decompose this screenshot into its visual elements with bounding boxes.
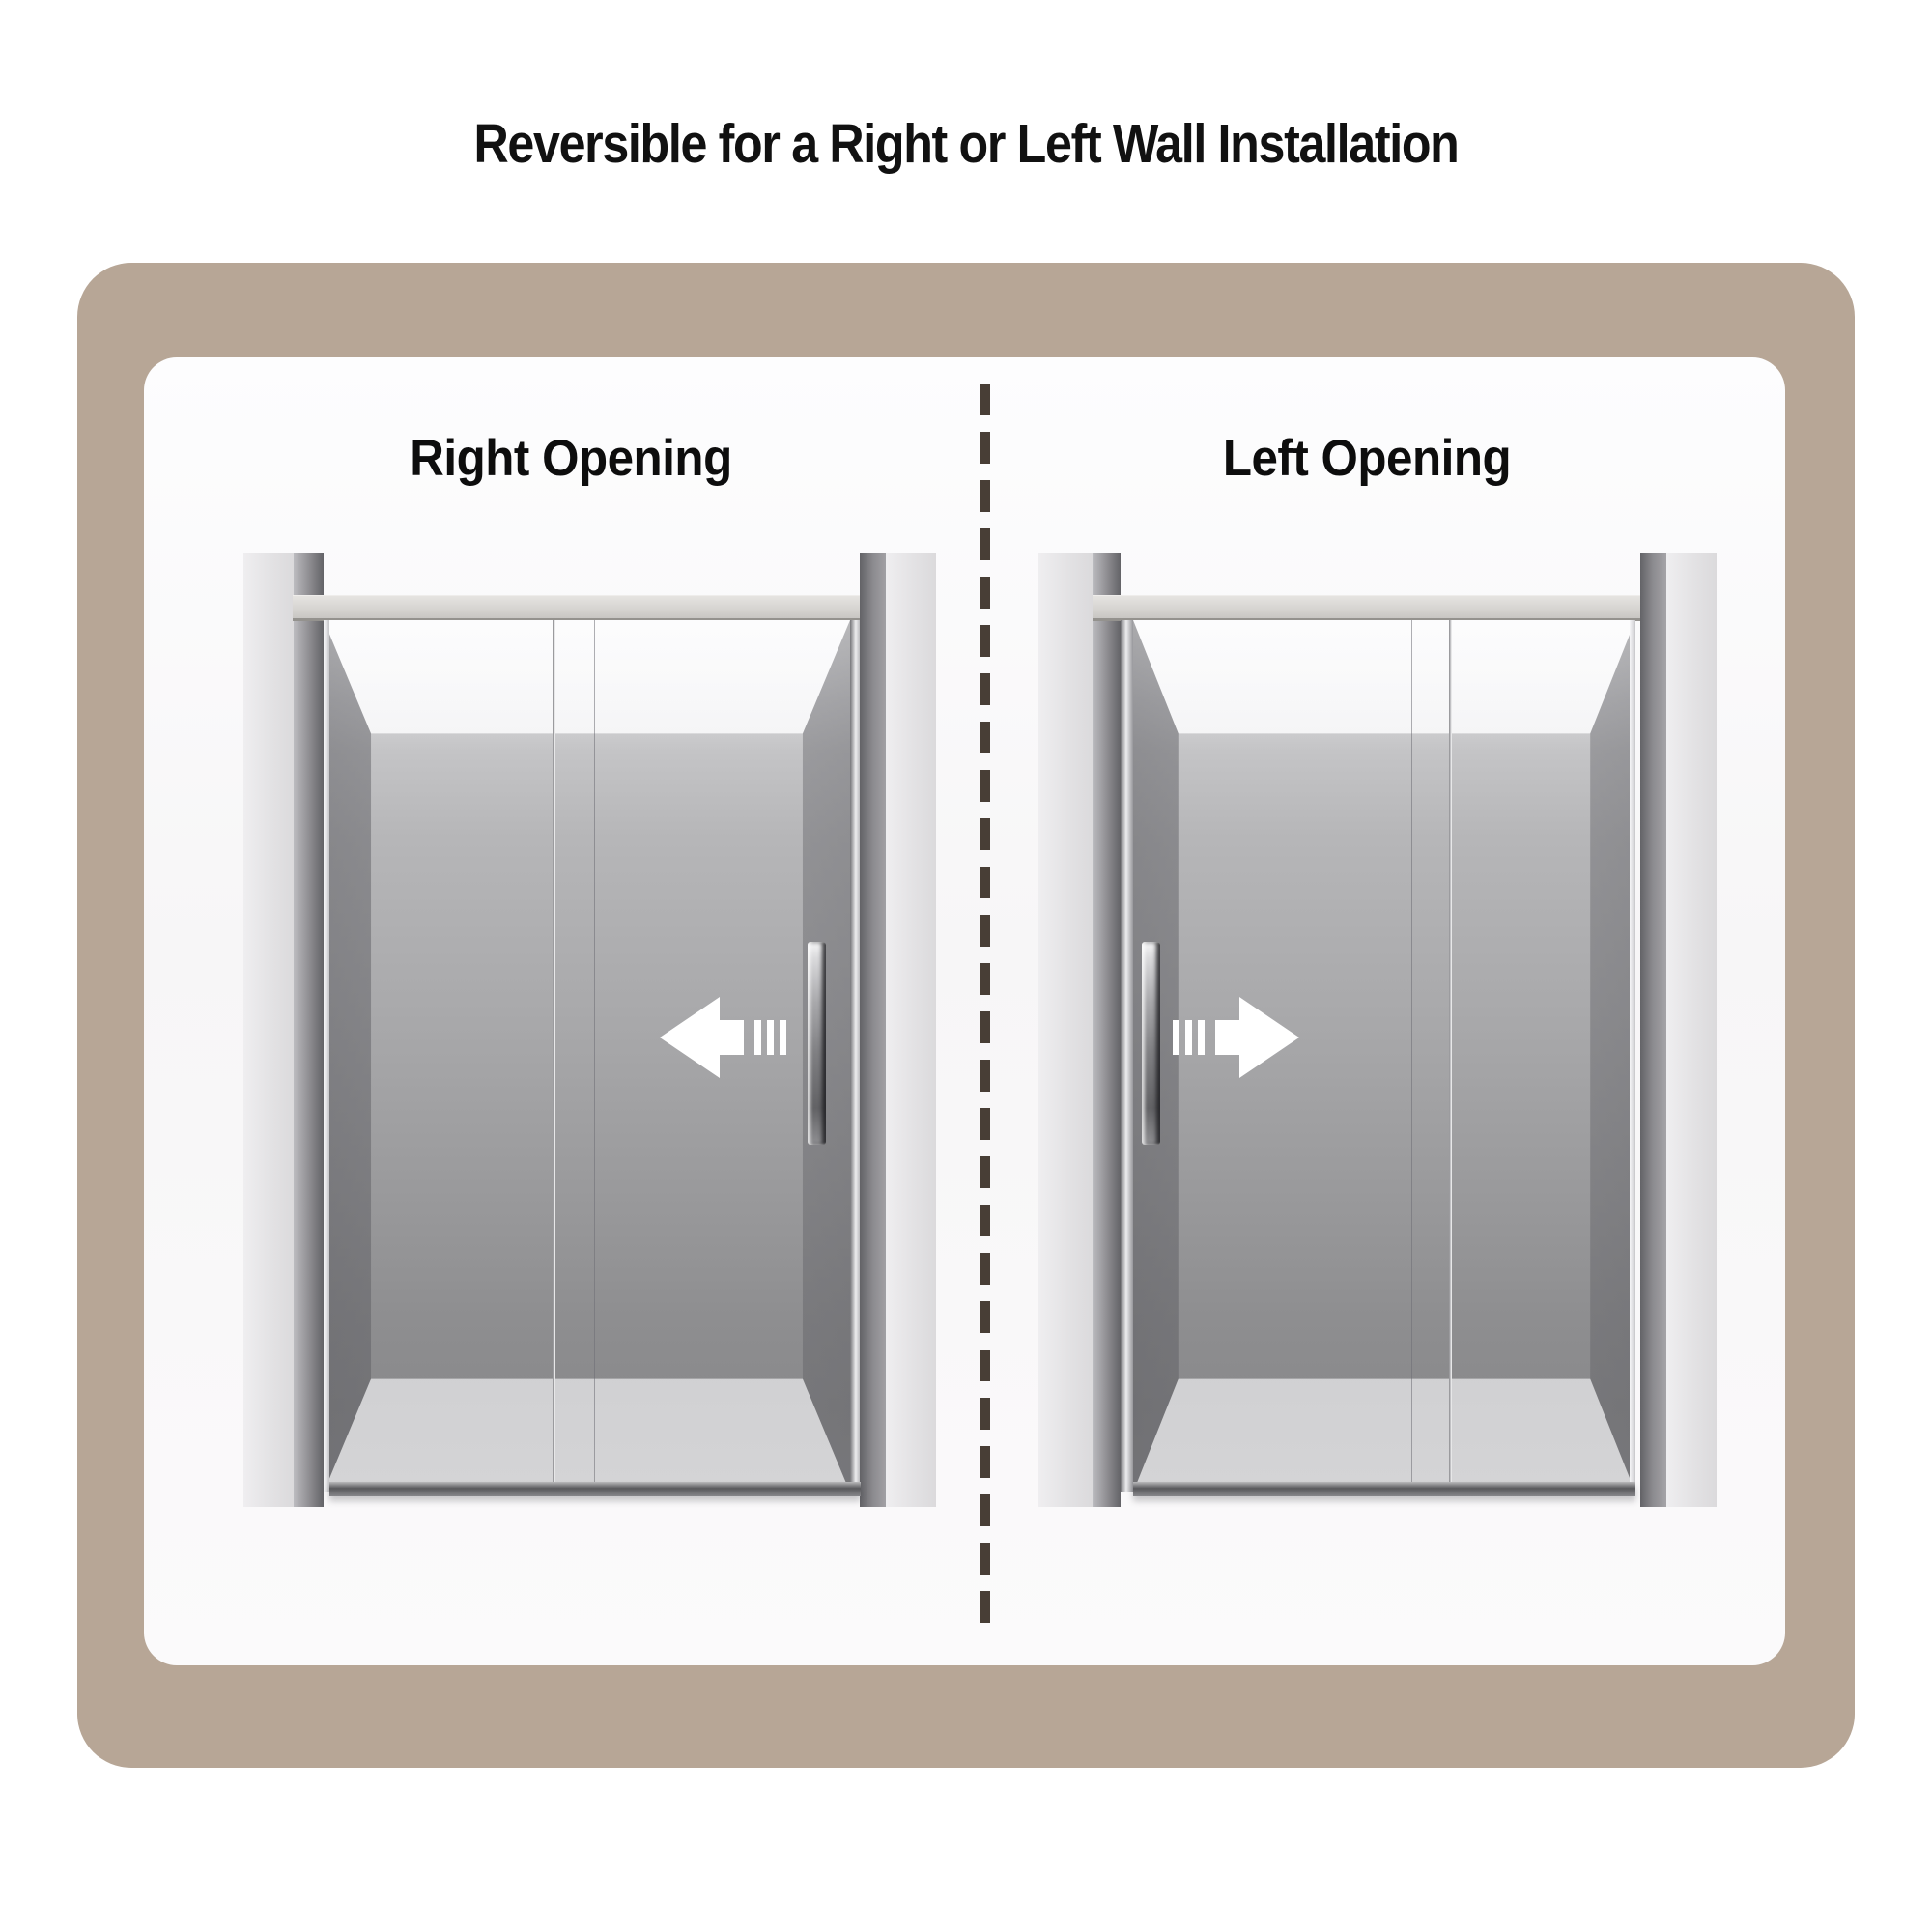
wall-pillar-left-side: [294, 553, 324, 1507]
interior-backwall-highlight: [324, 620, 850, 734]
interior-backwall-highlight: [1133, 620, 1635, 734]
wall-pillar-left-side: [1093, 553, 1121, 1507]
bottom-rail: [1133, 1482, 1635, 1496]
interior-floor: [324, 1378, 850, 1492]
interior-sidewall-right: [1590, 620, 1635, 1492]
page-title: Reversible for a Right or Left Wall Inst…: [473, 113, 1460, 175]
section-label-right-opening: Right Opening: [410, 430, 732, 487]
shower-door-diagram-right-opening: [243, 553, 936, 1507]
wall-pillar-left: [243, 553, 294, 1507]
sliding-panel-edge-seam: [1449, 620, 1452, 1492]
fixed-panel-edge-seam: [594, 620, 595, 1492]
fixed-panel-edge-seam: [1411, 620, 1412, 1492]
top-rail: [293, 595, 889, 621]
wall-pillar-left: [1038, 553, 1093, 1507]
wall-pillar-right-side: [860, 553, 890, 1507]
arrow-right-icon: [1173, 997, 1299, 1078]
sliding-panel-edge-seam: [553, 620, 555, 1492]
section-label-left-opening: Left Opening: [1222, 430, 1512, 487]
arrow-left-icon: [660, 997, 786, 1078]
sliding-panel-outer-edge: [850, 620, 863, 1492]
wall-pillar-right: [886, 553, 936, 1507]
top-rail: [1093, 595, 1668, 621]
dashed-divider-line: [980, 384, 990, 1623]
interior-sidewall-left: [324, 620, 372, 1492]
wall-pillar-right-side: [1640, 553, 1668, 1507]
door-handle: [1142, 942, 1160, 1145]
wall-pillar-right: [1666, 553, 1717, 1507]
sliding-panel-outer-edge: [1121, 620, 1133, 1492]
fixed-panel-wall-profile: [1630, 620, 1635, 1492]
shower-door-diagram-left-opening: [1038, 553, 1717, 1507]
glass-panels: [1133, 620, 1635, 1492]
fixed-panel-wall-profile: [324, 620, 329, 1492]
glass-panels: [324, 620, 850, 1492]
bottom-rail: [329, 1482, 861, 1496]
door-handle: [808, 942, 826, 1145]
interior-floor: [1133, 1378, 1635, 1492]
